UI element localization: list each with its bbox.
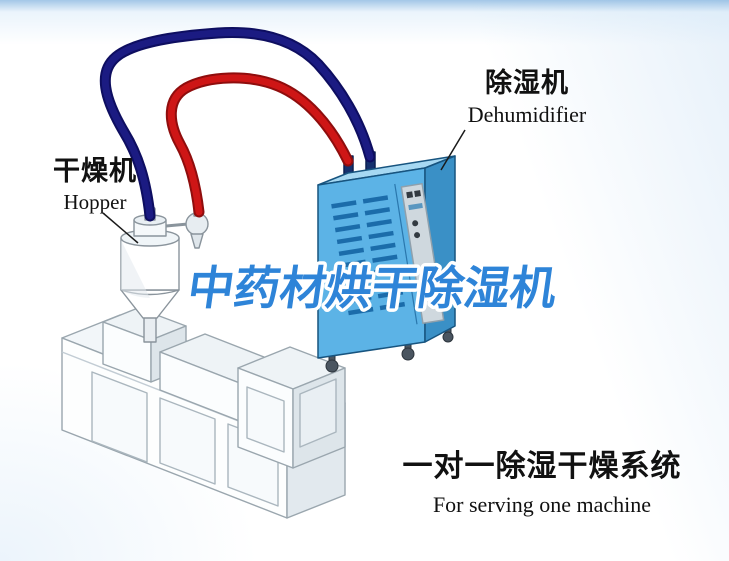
system-caption-en: For serving one machine [432,491,652,517]
return-air-pipe-blue [99,27,376,222]
control-panel [400,182,445,325]
hopper-label: 干燥机 Hopper [40,156,150,214]
system-caption: 一对一除湿干燥系统 For serving one machine [392,450,692,517]
dehumidifier-label-en: Dehumidifier [467,102,587,128]
ventilation-slots [331,195,406,316]
watermark-title: 中药材烘干除湿机 [185,262,560,314]
system-caption-zh: 一对一除湿干燥系统 [402,450,682,483]
caster-wheels [325,325,454,373]
dry-air-pipe-red [165,72,354,218]
hopper-pointer-line [102,212,139,244]
hopper-label-zh: 干燥机 [53,156,137,186]
dehumidifier-pointer-line [440,129,466,171]
dehumidifier-label-zh: 除湿机 [485,68,569,98]
hopper-label-en: Hopper [63,190,127,215]
dehumidifier-illustration [317,151,456,373]
dehumidifier-face-details [331,182,445,325]
dehumidifier-label: 除湿机 Dehumidifier [448,68,606,127]
watermark-title-group: 中药材烘干除湿机 [181,259,563,318]
extruder-illustration [61,307,346,519]
